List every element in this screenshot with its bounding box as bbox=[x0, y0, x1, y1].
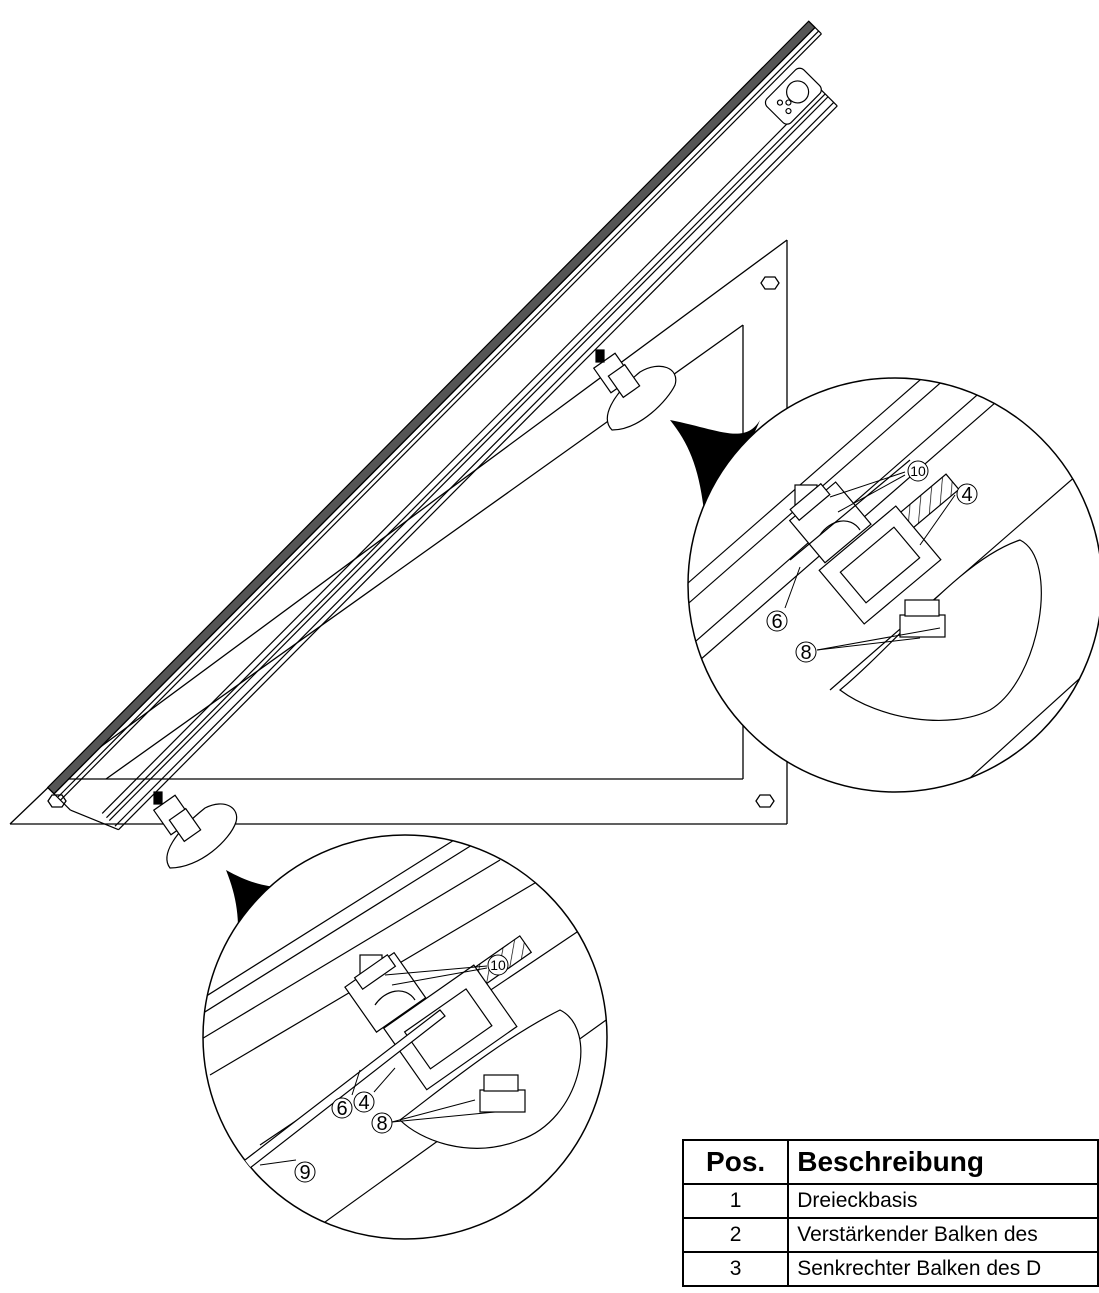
row-pos: 2 bbox=[681, 1217, 790, 1253]
detail-pointer-bottom bbox=[226, 870, 320, 965]
row-pos: 1 bbox=[681, 1183, 790, 1219]
table-row: 2 Verstärkender Balken des bbox=[681, 1217, 1099, 1253]
solar-panel bbox=[46, 20, 838, 831]
callout-6-bottom: 6 bbox=[336, 1098, 347, 1120]
callout-10-top: 10 bbox=[910, 463, 926, 479]
bolt-hole-icon bbox=[755, 794, 775, 808]
header-pos: Pos. bbox=[681, 1139, 790, 1185]
detail-view-bottom: 10 6 4 8 9 bbox=[202, 834, 608, 1240]
table-header-row: Pos. Beschreibung bbox=[681, 1139, 1099, 1185]
detail-pointer-top bbox=[670, 420, 760, 520]
detail-view-top: 10 4 6 8 bbox=[687, 377, 1099, 793]
callout-8-bottom: 8 bbox=[376, 1113, 387, 1135]
clamp-lower bbox=[152, 791, 238, 869]
callout-6-top: 6 bbox=[771, 611, 782, 633]
bolt-hole-icon bbox=[47, 794, 67, 808]
row-description: Dreieckbasis bbox=[787, 1183, 1099, 1219]
triangle-frame bbox=[9, 239, 788, 825]
clamp-upper bbox=[592, 349, 677, 431]
bolt-hole-icon bbox=[760, 276, 780, 290]
row-description: Verstärkender Balken des bbox=[787, 1217, 1099, 1253]
callout-4-top: 4 bbox=[961, 484, 972, 506]
row-pos: 3 bbox=[681, 1251, 790, 1287]
table-row: 3 Senkrechter Balken des D bbox=[681, 1251, 1099, 1287]
header-description: Beschreibung bbox=[787, 1139, 1099, 1185]
table-row: 1 Dreieckbasis bbox=[681, 1183, 1099, 1219]
row-description: Senkrechter Balken des D bbox=[787, 1251, 1099, 1287]
callout-8-top: 8 bbox=[800, 642, 811, 664]
callout-4-bottom: 4 bbox=[358, 1092, 369, 1114]
callout-10-bottom: 10 bbox=[490, 957, 506, 973]
parts-table: Pos. Beschreibung 1 Dreieckbasis 2 Verst… bbox=[681, 1139, 1099, 1287]
callout-9-bottom: 9 bbox=[299, 1162, 310, 1184]
frame-bolt-holes bbox=[47, 276, 780, 808]
